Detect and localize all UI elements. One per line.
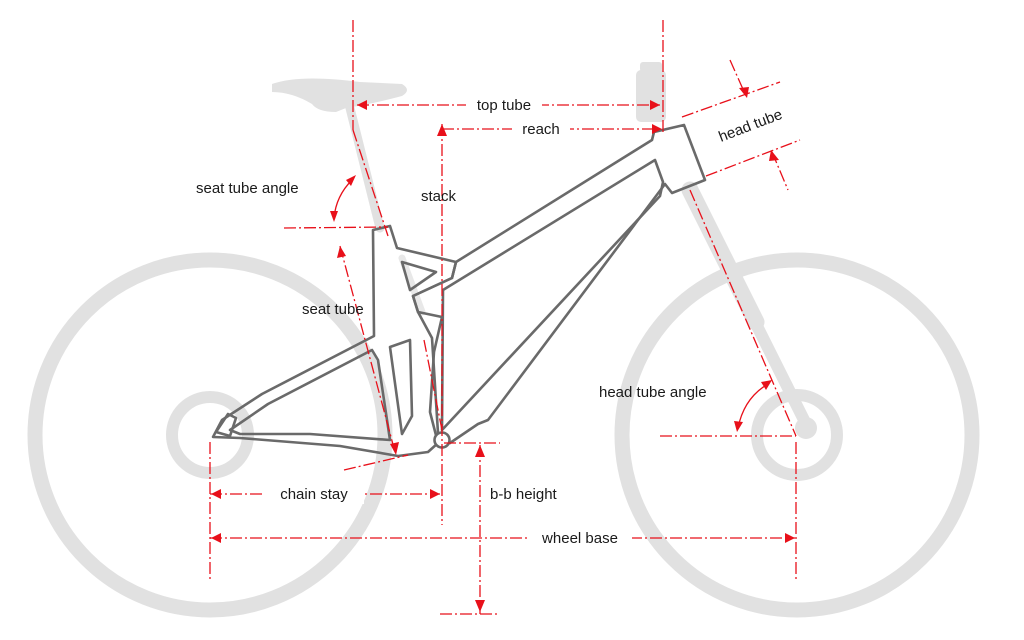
seat-post [345, 103, 385, 233]
label-bb-height: b-b height [490, 486, 558, 503]
label-head-tube: head tube [716, 106, 784, 146]
seat-tube-measure [339, 245, 396, 453]
labels: top tube reach head tube seat tube angle… [196, 97, 785, 547]
sta-arrow-bottom [330, 211, 338, 222]
bb-to-shock-dash [423, 339, 443, 431]
stack-arrow-up [437, 124, 447, 136]
chain-stay-arrow-right [430, 489, 440, 499]
sta-arrow-top [346, 175, 356, 186]
head-tube-arrow-top [739, 87, 749, 98]
seat-tube-top-ref [283, 226, 389, 229]
steering-axis [689, 189, 797, 437]
saddle [272, 78, 407, 112]
top-tube-arrow-right [650, 100, 660, 110]
head-tube-bottom-line [705, 139, 801, 177]
wheel-base-arrow-right [785, 533, 795, 543]
bb-arrow-top [475, 445, 485, 457]
seat-tube-axis [352, 129, 389, 237]
label-backgrounds [264, 95, 632, 548]
seat-tube-arrow-top [337, 246, 346, 258]
frame [211, 123, 707, 458]
front-wheel [614, 252, 980, 618]
hta-arrow-bottom [734, 421, 743, 432]
rear-dropout [214, 412, 238, 438]
hta-arrow-top [761, 380, 772, 390]
seatstay-inner [388, 338, 414, 436]
wheel-base-arrow-left [211, 533, 221, 543]
rear-linkage [211, 224, 458, 458]
rear-wheel [27, 252, 393, 618]
fork-dropout [795, 417, 817, 439]
ghost-components [27, 62, 980, 618]
label-seat-tube: seat tube [302, 301, 364, 318]
bb-arrow-bottom [475, 600, 485, 612]
top-tube-arrow-left [357, 100, 367, 110]
head-tube-tick-top [729, 59, 747, 97]
stem-cap [640, 62, 662, 72]
head-tube-arrow-bottom [769, 150, 779, 161]
rear-shock [398, 254, 426, 316]
reach-arrow-right [652, 124, 662, 134]
label-chain-stay: chain stay [280, 486, 348, 503]
fork-lower [738, 294, 810, 426]
dimension-lines [209, 20, 801, 615]
label-reach: reach [522, 121, 560, 138]
label-stack: stack [421, 188, 457, 205]
linkage-triangle [400, 260, 438, 292]
chainstay-inner [228, 348, 392, 442]
chain-stay-arrow-left [211, 489, 221, 499]
seat-tube-bottom-ref [343, 454, 409, 471]
stem [636, 70, 666, 122]
label-top-tube: top tube [477, 97, 531, 114]
label-seat-tube-angle: seat tube angle [196, 180, 299, 197]
rear-hub [166, 391, 254, 479]
label-head-tube-angle: head tube angle [599, 384, 707, 401]
head-tube-top-line [681, 81, 781, 118]
seat-tube-arrow-bottom [390, 442, 399, 455]
label-wheel-base: wheel base [541, 530, 618, 547]
